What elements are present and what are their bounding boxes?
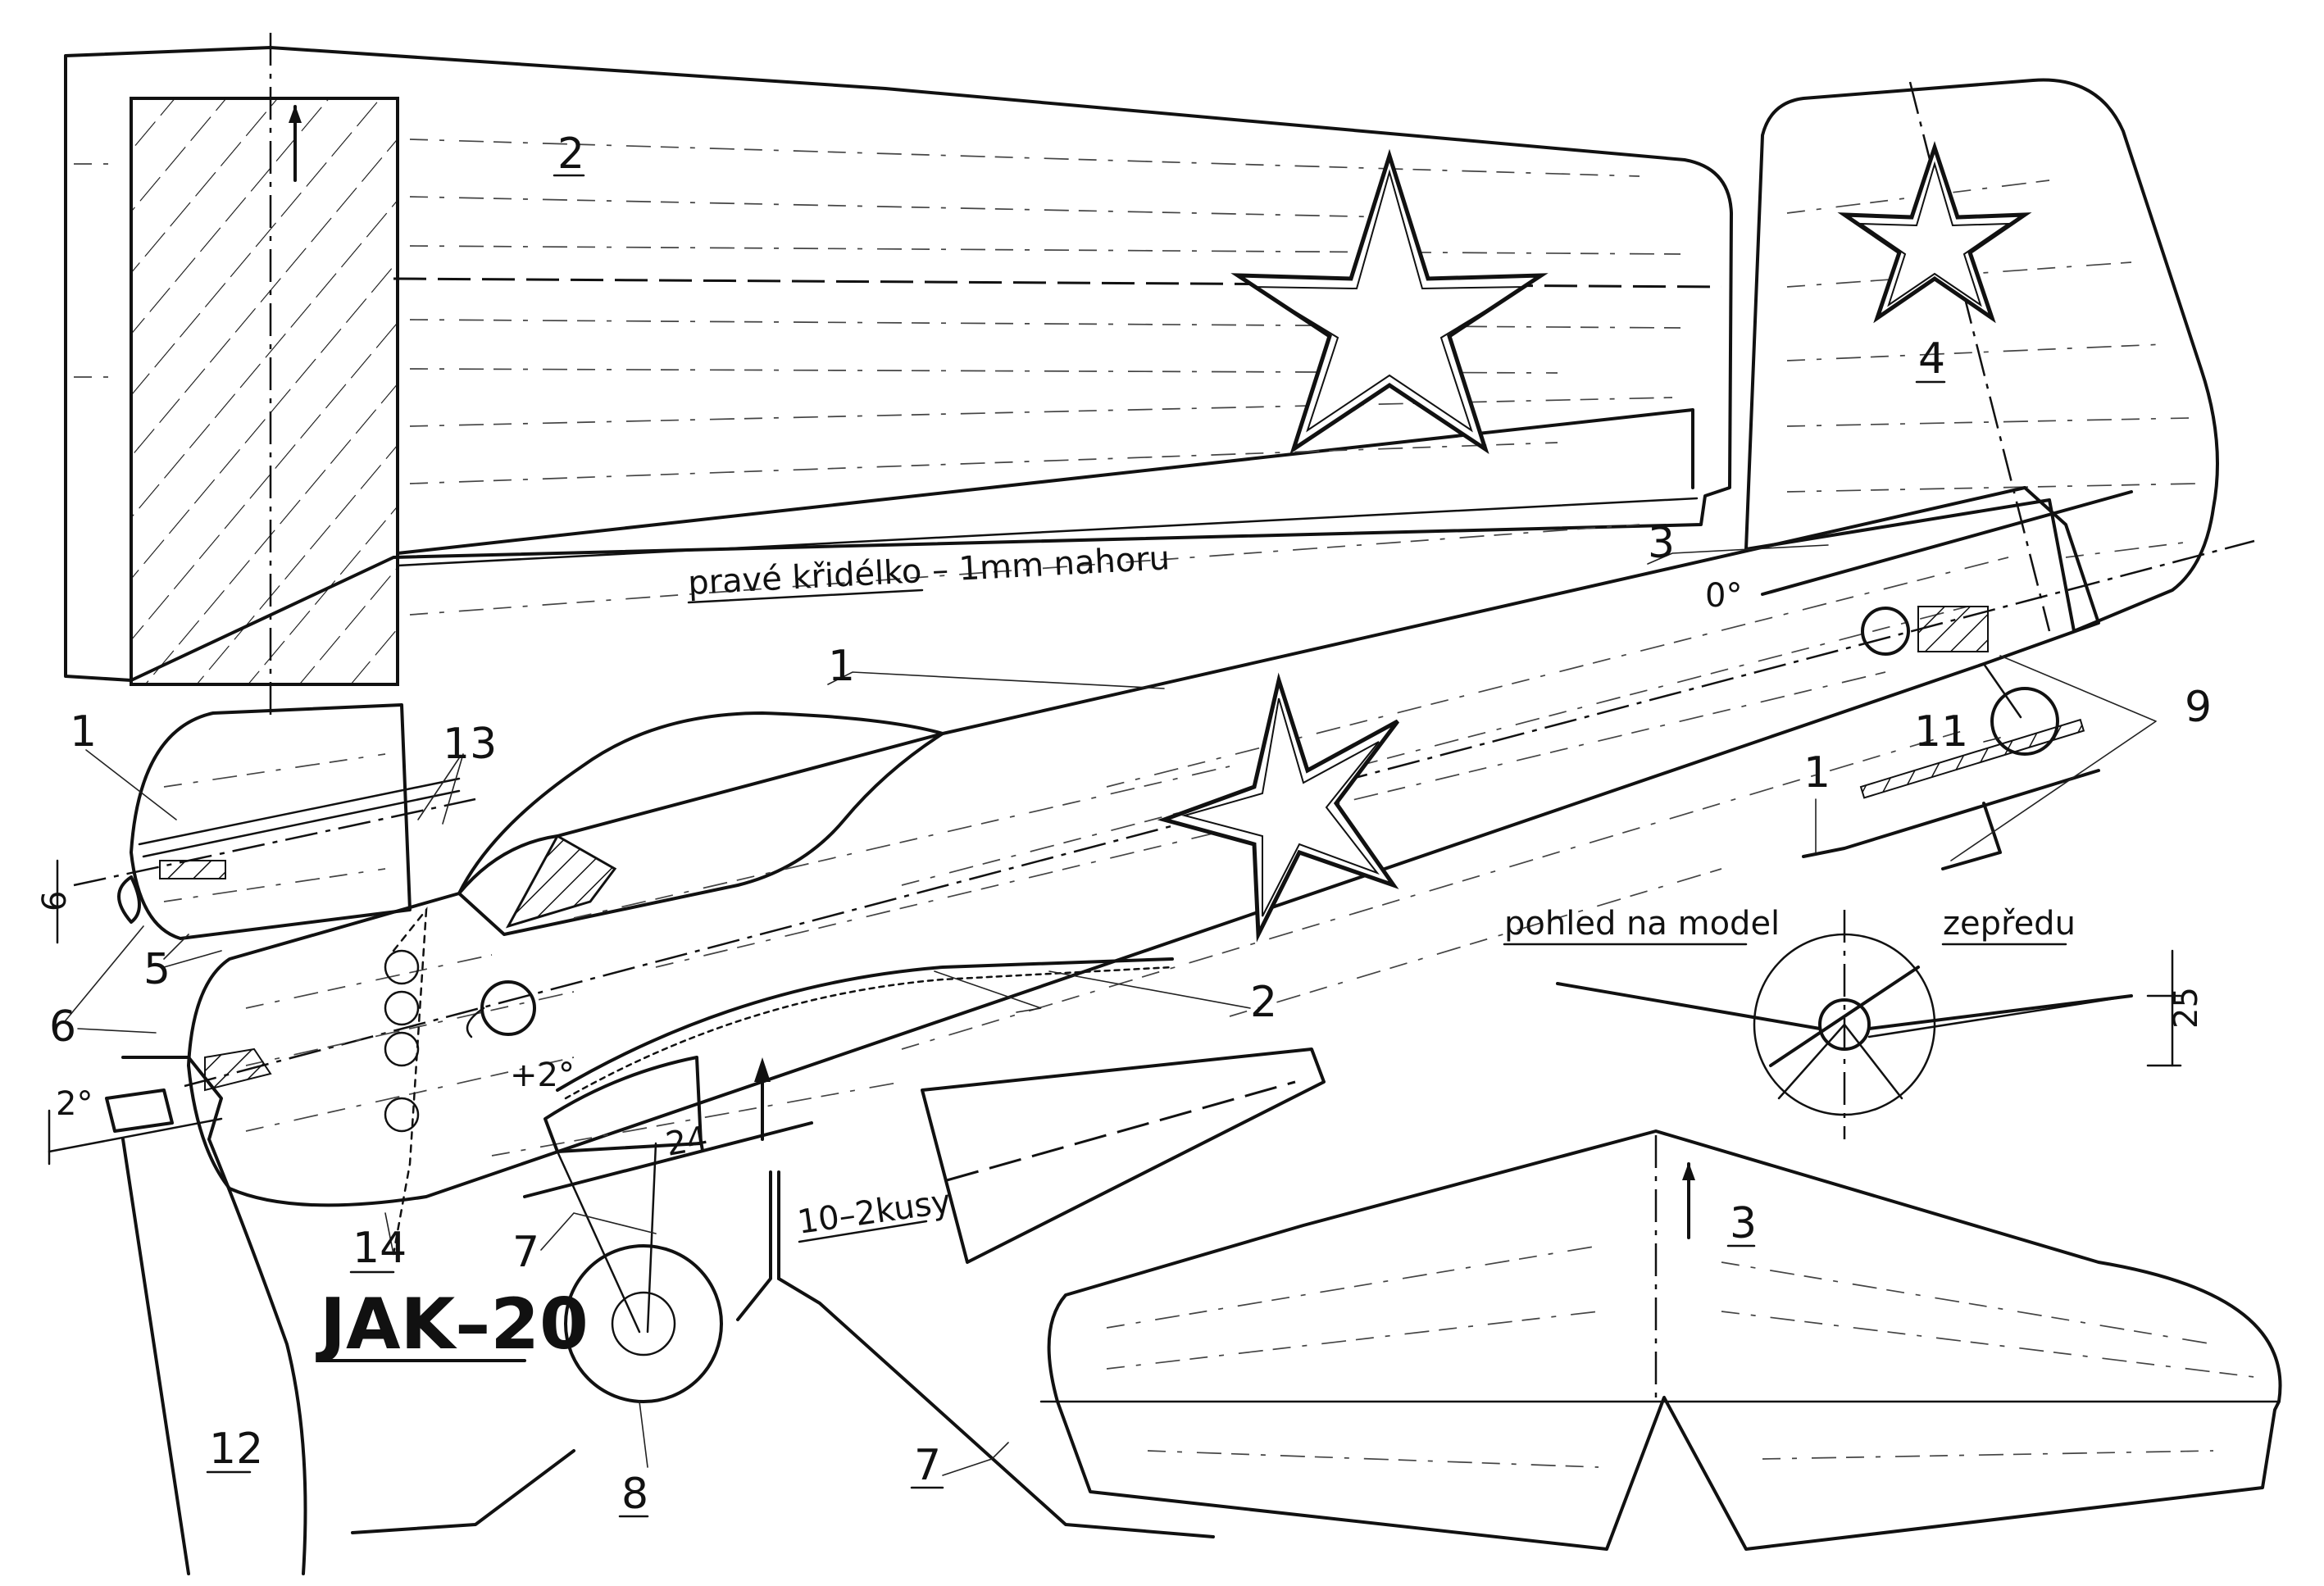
small-angle-label: 2° [56,1085,93,1123]
front-view-caption-left: pohled na model [1504,905,1780,943]
callout-8: 8 [621,1470,648,1519]
fuselage-part [184,486,2255,1207]
aileron-hinge-line [396,408,1694,555]
motor-mount-part: 2° [48,907,428,1575]
callout-2-lower: 2 [1250,978,1277,1027]
callout-3-stab: 3 [1648,519,1675,568]
tail-wheel [1990,687,2059,756]
wing-grain-lines [74,139,1681,616]
landing-gear: 24 +2° [351,1056,1215,1538]
stabilizer-part-number: 3 [1730,1199,1757,1248]
callout-14: 14 [352,1224,407,1273]
callout-6: 6 [49,1002,76,1052]
callout-7-wire: 7 [914,1441,941,1490]
front-view-diagram: 25 pohled na model zepředu [1503,905,2205,1139]
wing-part-number: 2 [557,130,584,179]
nose-detail: 6 [36,703,476,944]
stab-incidence-line [1761,490,2133,596]
stab-incidence-label: 0° [1705,577,1742,615]
canopy-frame-hatch [505,834,617,929]
wing-incidence-label: +2° [510,1057,575,1094]
wing-dowel-hook [480,980,536,1036]
plan-title: JAK–20 [316,1284,589,1366]
callout-12: 12 [209,1425,263,1474]
wing-root-hatched-block [130,97,399,686]
front-view-caption-right: zepředu [1943,905,2076,943]
callout-11: 11 [1914,707,1968,757]
callout-1-hook: 1 [1803,748,1831,798]
dim-25-label: 25 [2167,987,2205,1029]
stabilizer-part: 3 [1039,1129,2282,1551]
dim-24-label: 24 [663,1120,711,1164]
fuselage-star-emblem [1157,672,1399,943]
gear-fairing-template: 10–2kusy [795,1047,1326,1264]
dim-6-label: 6 [36,891,74,911]
tail-hook [1861,607,1910,656]
wing-part: 2 pravé křidélko – 1mm nahoru [64,33,1733,721]
callout-13: 13 [443,720,497,769]
wheel-hub [611,1291,676,1357]
tail-details: 0° [1705,490,2133,870]
callout-1-top: 1 [828,642,855,691]
wing-star-emblem [1230,148,1549,455]
callout-7-leg: 7 [512,1228,539,1277]
callout-1-left: 1 [70,707,97,757]
fuselage-grain-lines [245,557,2009,1157]
callout-5: 5 [143,945,171,994]
wing-seat-line [556,957,1174,1092]
wheel-outer [564,1244,723,1403]
reference-callouts: 1 1 13 5 6 2 9 11 1 14 7 8 7 12 3 [49,519,2212,1519]
wheel-legs-note: 10–2kusy [795,1183,953,1242]
hook-wire [1802,769,2100,858]
fin-part-number: 4 [1918,334,1945,384]
fin-part: 4 [1744,78,2219,633]
callout-9: 9 [2185,683,2212,732]
fin-star-emblem [1837,141,2032,324]
stab-grain-lines [1106,1245,2255,1468]
